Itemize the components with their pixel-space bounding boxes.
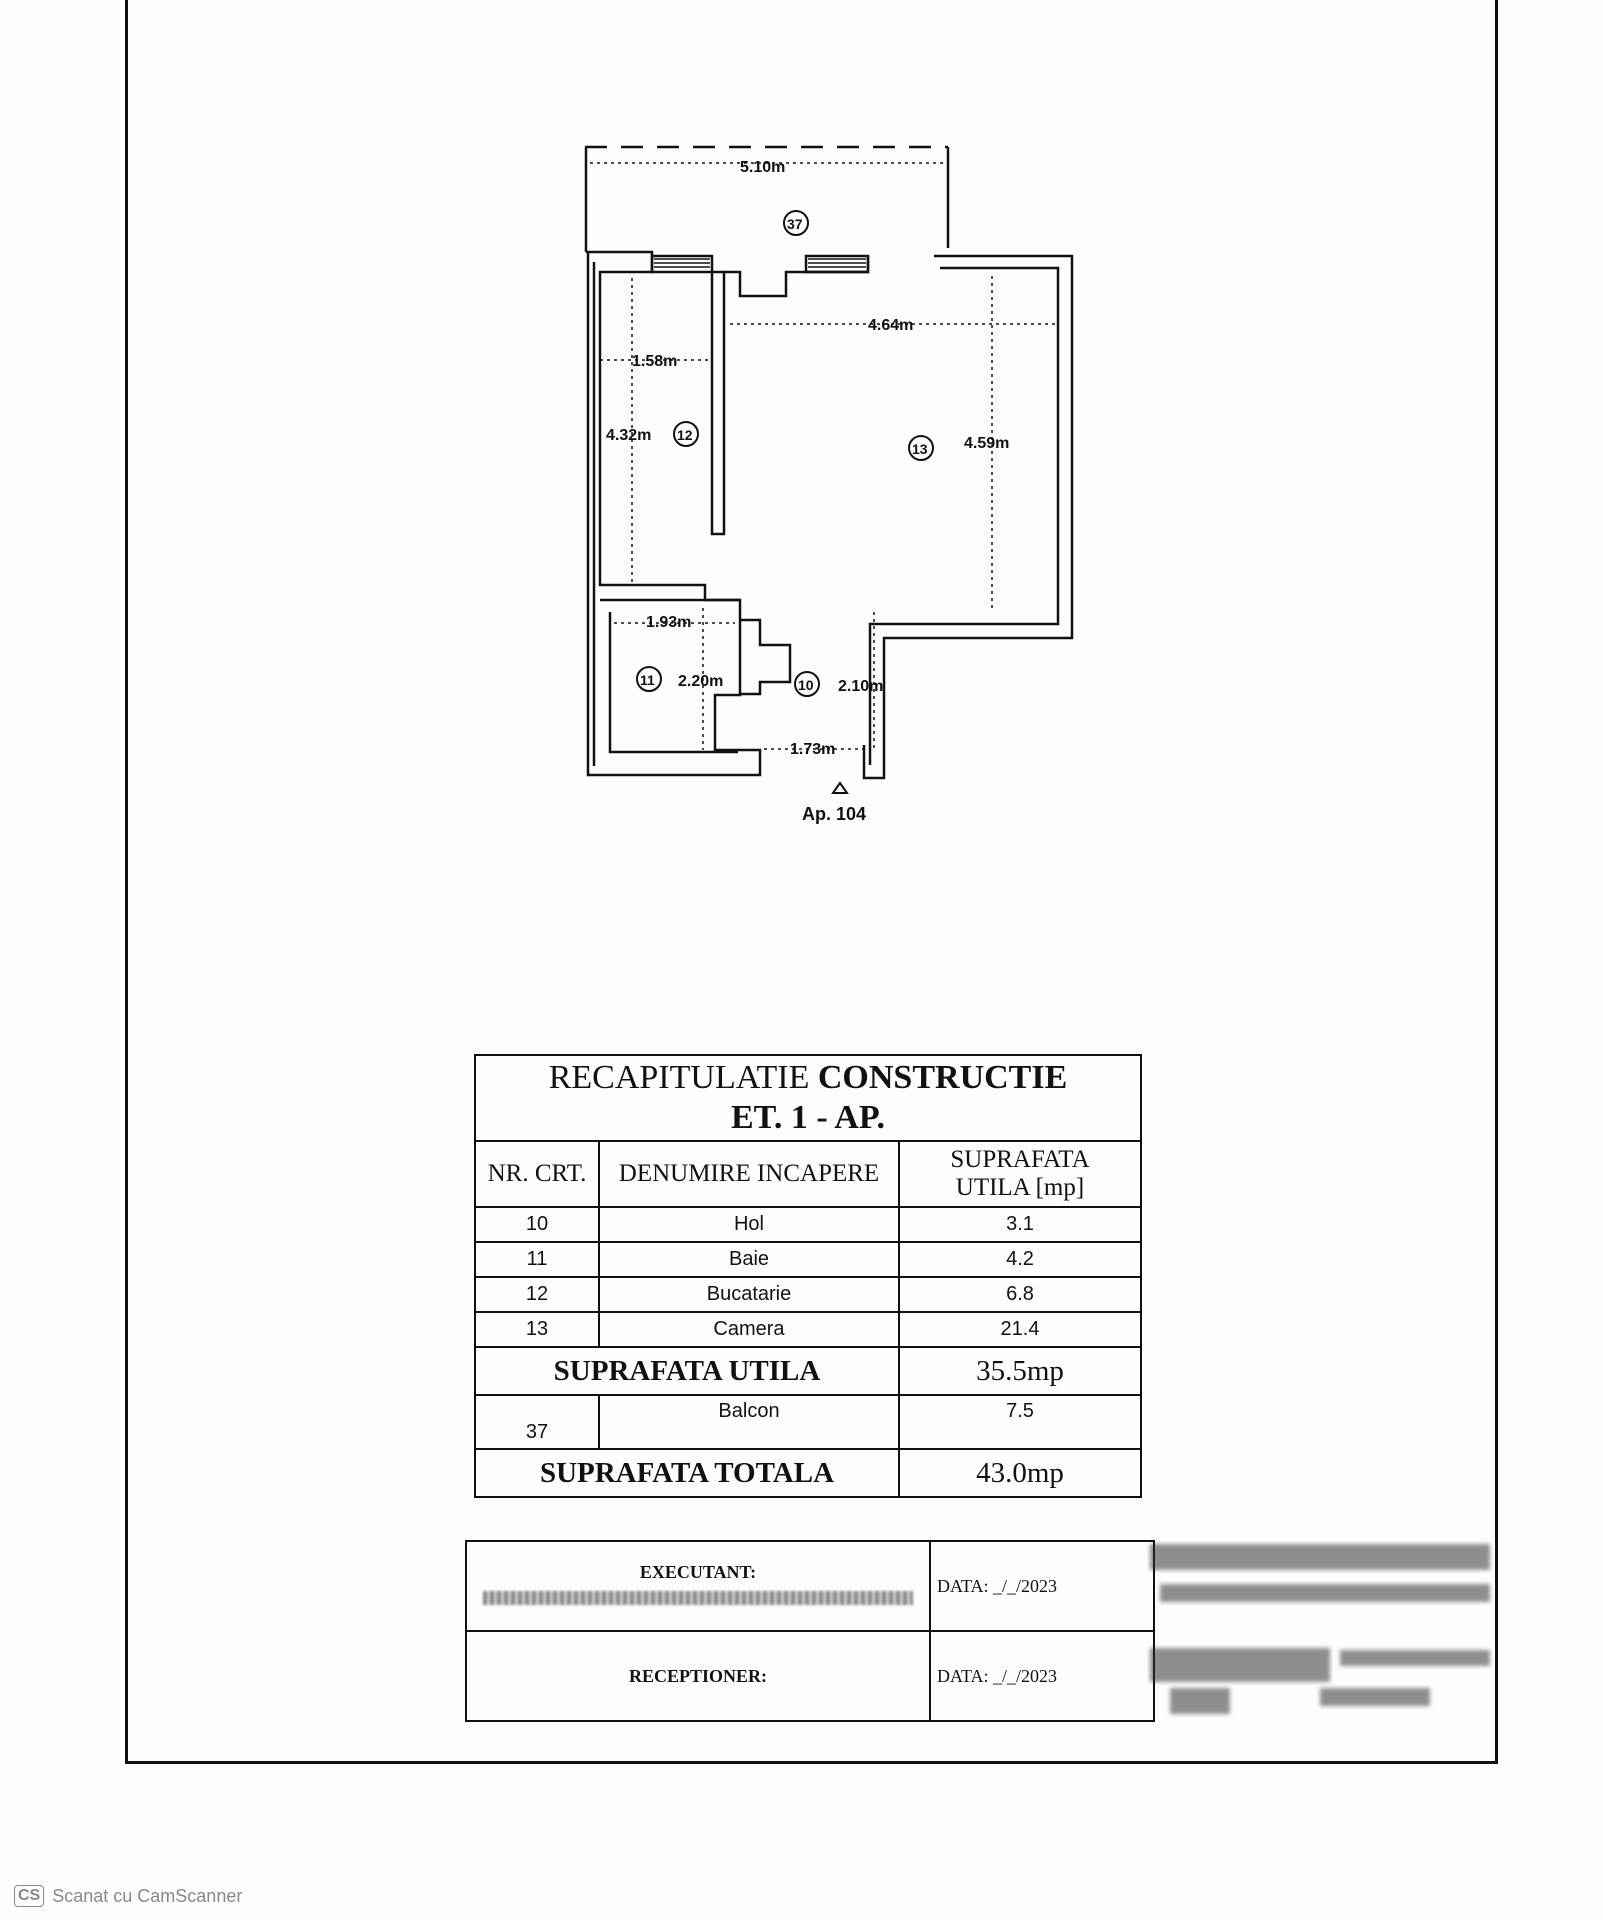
row-name: Camera bbox=[598, 1311, 900, 1348]
header-name: DENUMIRE INCAPERE bbox=[598, 1140, 900, 1208]
row-nr: 12 bbox=[474, 1276, 600, 1313]
total-area-value: 43.0mp bbox=[898, 1448, 1142, 1498]
row-area: 21.4 bbox=[898, 1311, 1142, 1348]
recap-subtitle: ET. 1 - AP. bbox=[731, 1099, 885, 1136]
recap-table: RECAPITULATIE CONSTRUCTIE ET. 1 - AP. NR… bbox=[474, 1054, 1142, 1498]
page-frame bbox=[125, 0, 1498, 1764]
dim-room-length: 4.59m bbox=[964, 435, 1009, 452]
row-area: 7.5 bbox=[898, 1394, 1142, 1450]
total-area-label: SUPRAFATA TOTALA bbox=[474, 1448, 900, 1498]
executant-date: DATA: _/_/2023 bbox=[929, 1540, 1155, 1632]
redacted-signature-stamp bbox=[1150, 1538, 1500, 1728]
table-row: 10 Hol 3.1 bbox=[474, 1206, 1142, 1243]
dim-kitchen-width: 1.58m bbox=[632, 353, 677, 370]
room-number-bath: 11 bbox=[640, 672, 655, 688]
total-area-row: SUPRAFATA TOTALA 43.0mp bbox=[474, 1448, 1142, 1498]
header-area-line1: SUPRAFATA bbox=[950, 1146, 1090, 1173]
redacted-text bbox=[483, 1591, 913, 1605]
reception-cell: RECEPTIONER: bbox=[465, 1630, 931, 1722]
dim-room-width: 4.64m bbox=[868, 317, 913, 334]
entrance-arrow-icon bbox=[831, 781, 849, 794]
scanner-footer: CS Scanat cu CamScanner bbox=[14, 1885, 242, 1907]
dim-hall-length: 2.10m bbox=[838, 678, 883, 695]
table-row: 13 Camera 21.4 bbox=[474, 1311, 1142, 1348]
row-nr: 13 bbox=[474, 1311, 600, 1348]
reception-date: DATA: _/_/2023 bbox=[929, 1630, 1155, 1722]
row-name: Baie bbox=[598, 1241, 900, 1278]
executant-cell: EXECUTANT: bbox=[465, 1540, 931, 1632]
useful-area-value: 35.5mp bbox=[898, 1346, 1142, 1396]
recap-title: RECAPITULATIE CONSTRUCTIE ET. 1 - AP. bbox=[474, 1054, 1142, 1142]
header-nr: NR. CRT. bbox=[474, 1140, 600, 1208]
dim-kitchen-length: 4.32m bbox=[606, 427, 651, 444]
table-row: 11 Baie 4.2 bbox=[474, 1241, 1142, 1278]
row-area: 3.1 bbox=[898, 1206, 1142, 1243]
room-number-balcony: 37 bbox=[787, 216, 803, 232]
dim-bath-length: 2.20m bbox=[678, 673, 723, 690]
balcony-row: 37 Balcon 7.5 bbox=[474, 1394, 1142, 1450]
header-area: SUPRAFATA UTILA [mp] bbox=[898, 1140, 1142, 1208]
row-nr: 11 bbox=[474, 1241, 600, 1278]
row-nr: 37 bbox=[474, 1394, 600, 1450]
recap-title-b: CONSTRUCTIE bbox=[817, 1059, 1068, 1096]
useful-area-label: SUPRAFATA UTILA bbox=[474, 1346, 900, 1396]
scanner-text: Scanat cu CamScanner bbox=[52, 1885, 243, 1906]
room-number-room: 13 bbox=[912, 441, 928, 457]
row-area: 4.2 bbox=[898, 1241, 1142, 1278]
row-nr: 10 bbox=[474, 1206, 600, 1243]
row-name: Balcon bbox=[598, 1394, 900, 1450]
row-name: Bucatarie bbox=[598, 1276, 900, 1313]
executant-label: EXECUTANT: bbox=[639, 1562, 757, 1582]
apartment-label: Ap. 104 bbox=[802, 804, 866, 824]
dim-balcony-width: 5.10m bbox=[740, 159, 785, 176]
table-row: 12 Bucatarie 6.8 bbox=[474, 1276, 1142, 1313]
recap-title-a: RECAPITULATIE bbox=[548, 1059, 810, 1096]
signoff-table: EXECUTANT: DATA: _/_/2023 RECEPTIONER: D… bbox=[465, 1540, 1155, 1722]
header-area-line2: UTILA [mp] bbox=[955, 1174, 1085, 1201]
camscanner-logo-icon: CS bbox=[14, 1885, 45, 1907]
row-name: Hol bbox=[598, 1206, 900, 1243]
room-number-hall: 10 bbox=[798, 677, 814, 693]
room-number-kitchen: 12 bbox=[677, 427, 693, 443]
row-area: 6.8 bbox=[898, 1276, 1142, 1313]
dim-bath-width: 1.93m bbox=[646, 614, 691, 631]
dim-hall-width: 1.73m bbox=[790, 741, 835, 758]
useful-area-row: SUPRAFATA UTILA 35.5mp bbox=[474, 1346, 1142, 1396]
